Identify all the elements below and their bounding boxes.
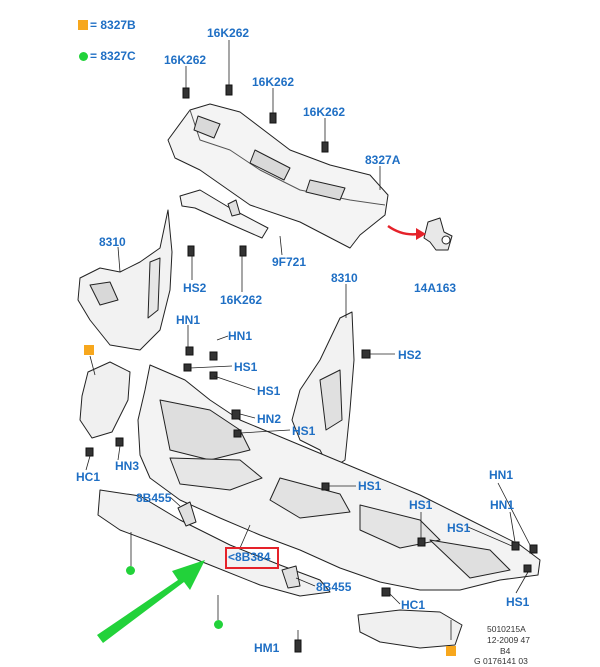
callout-hs1-g: HS1: [506, 595, 530, 609]
callout-hs1-c: HS1: [292, 424, 316, 438]
bracket-9f721: [179, 189, 269, 239]
bracket-8b455-right: [281, 565, 301, 589]
callout-hn1-b: HN1: [228, 329, 253, 343]
cowl-panel-8327a: [167, 103, 389, 249]
callout-8b455-left: 8B455: [136, 491, 172, 505]
callout-9f721: 9F721: [272, 255, 307, 269]
callout-8310-left: 8310: [99, 235, 126, 249]
green-arrow: [97, 560, 205, 643]
legend-dot-icon: [79, 52, 88, 61]
callout-hm1: HM1: [254, 641, 280, 655]
callout-hs2-right: HS2: [398, 348, 422, 362]
callout-hs1-e: HS1: [409, 498, 433, 512]
side-shield-left: [79, 361, 131, 439]
bracket-8b455-left: [177, 501, 197, 527]
marker-dot-bottom: [214, 620, 223, 629]
leader-lines: [85, 40, 531, 640]
callout-16k262-left: 16K262: [164, 53, 207, 67]
side-shield-right: [357, 609, 463, 649]
legend-dot-label: = 8327C: [90, 49, 136, 63]
callout-16k262-right: 16K262: [303, 105, 346, 119]
component-14a163: [423, 217, 453, 251]
marker-dot-left: [126, 566, 135, 575]
red-arrow: [387, 224, 426, 240]
callout-hn2: HN2: [257, 412, 282, 426]
undertray-8b384: [137, 364, 541, 591]
callout-8327a: 8327A: [365, 153, 401, 167]
callout-8b455-right: 8B455: [316, 580, 352, 594]
callout-8310-right: 8310: [331, 271, 358, 285]
callout-hs1-b: HS1: [257, 384, 281, 398]
footer-code-4: G 0176141 03: [474, 656, 528, 666]
footer-code-1: 5010215A: [487, 624, 526, 634]
callout-hn3: HN3: [115, 459, 140, 473]
callout-8b384: <8B384: [228, 550, 271, 564]
callout-hs1-a: HS1: [234, 360, 258, 374]
callout-hs1-d: HS1: [358, 479, 382, 493]
marker-square-left: [84, 345, 94, 355]
marker-square-right: [446, 646, 456, 656]
deflector-8310-right: [291, 311, 355, 471]
callout-16k262-mid: 16K262: [252, 75, 295, 89]
callout-hs2-left: HS2: [183, 281, 207, 295]
callout-16k262-lower: 16K262: [220, 293, 263, 307]
callout-hn1-d: HN1: [490, 498, 515, 512]
footer-code-2: 12-2009 47: [487, 635, 531, 645]
callout-hs1-f: HS1: [447, 521, 471, 535]
legend-square-label: = 8327B: [90, 18, 136, 32]
callout-hn1-a: HN1: [176, 313, 201, 327]
callout-hc1-left: HC1: [76, 470, 101, 484]
deflector-8310-left: [77, 209, 173, 351]
callout-hc1-right: HC1: [401, 598, 426, 612]
fasteners: [85, 84, 538, 653]
highlight-8b384: [225, 547, 279, 569]
callout-14a163: 14A163: [414, 281, 457, 295]
callout-hn1-c: HN1: [489, 468, 514, 482]
callout-16k262-top: 16K262: [207, 26, 250, 40]
footer-code-3: B4: [500, 646, 511, 656]
legend-square-icon: [78, 20, 88, 30]
